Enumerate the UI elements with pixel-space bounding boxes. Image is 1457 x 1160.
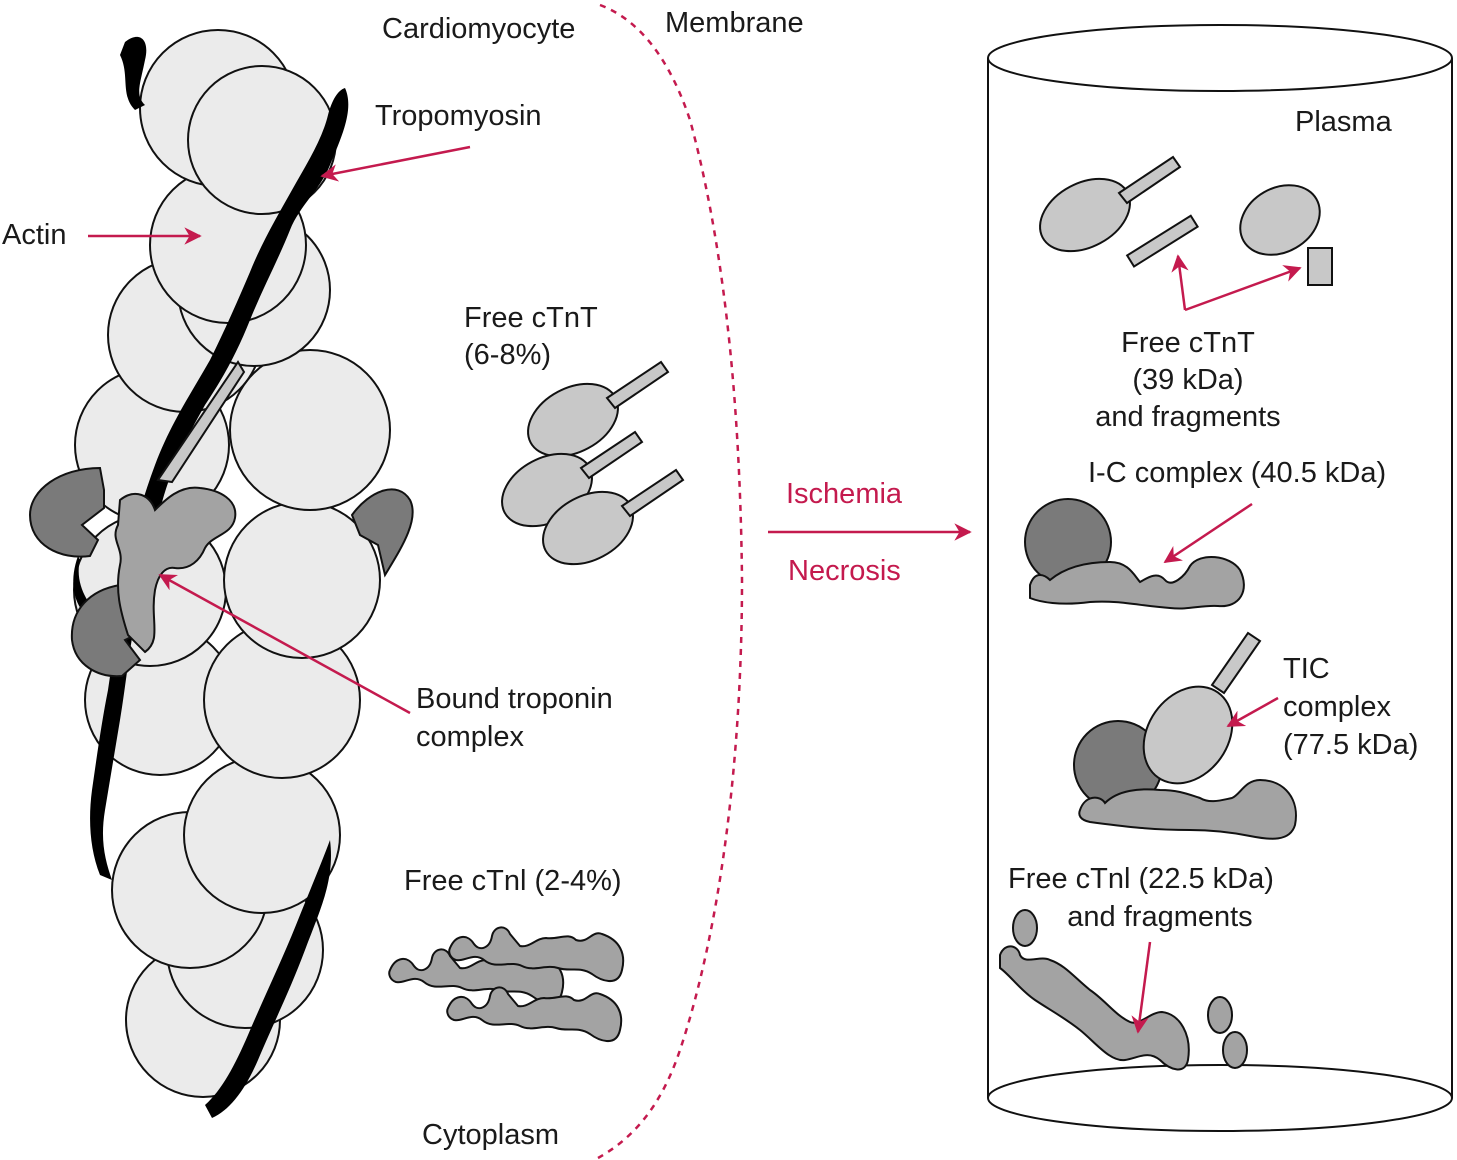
bound-troponin-c-right xyxy=(350,488,414,578)
label-free-ctnt-2: (6-8%) xyxy=(464,339,551,371)
label-tic-1: TIC xyxy=(1283,653,1330,685)
label-free-ctnt-1: Free cTnT xyxy=(464,302,598,334)
label-tic-3: (77.5 kDa) xyxy=(1283,729,1418,761)
fragments-arrows xyxy=(1171,254,1189,311)
tropomyosin-strand-back xyxy=(120,36,147,110)
label-ic-complex: I-C complex (40.5 kDa) xyxy=(1088,457,1386,489)
thin-filament xyxy=(28,29,414,1118)
label-membrane: Membrane xyxy=(665,7,804,39)
bound-tnt-rod xyxy=(156,360,246,484)
label-bound-2: complex xyxy=(416,721,524,753)
ic-complex xyxy=(1024,498,1245,610)
ic-arrow xyxy=(1163,502,1253,564)
label-plasma-ctnt-3: and fragments xyxy=(1095,401,1280,433)
bound-troponin-i xyxy=(114,486,237,654)
label-ischemia: Ischemia xyxy=(786,478,903,510)
tic-arrow xyxy=(1226,696,1279,728)
label-actin: Actin xyxy=(2,219,66,251)
tropomyosin-arrow xyxy=(320,145,471,182)
plasma-ctni-fragments xyxy=(999,909,1248,1071)
label-plasma-ctni-2: and fragments xyxy=(1067,901,1252,933)
plasma-ctni-arrow xyxy=(1131,941,1152,1034)
membrane-curve xyxy=(597,3,744,1160)
free-ctni-molecules xyxy=(388,926,625,1043)
label-free-ctni: Free cTnl (2-4%) xyxy=(404,865,622,897)
free-ctnt-molecules xyxy=(488,361,684,580)
bound-troponin-c-left xyxy=(28,466,105,558)
label-plasma-ctnt-2: (39 kDa) xyxy=(1132,364,1243,396)
bound-complex-arrow xyxy=(158,573,411,715)
label-necrosis: Necrosis xyxy=(788,555,901,587)
label-tic-2: complex xyxy=(1283,691,1391,723)
label-bound-1: Bound troponin xyxy=(416,683,613,715)
label-tropomyosin: Tropomyosin xyxy=(375,100,542,132)
label-plasma-ctni-1: Free cTnl (22.5 kDa) xyxy=(1008,863,1274,895)
plasma-ctnt-fragments xyxy=(1026,156,1333,286)
label-plasma: Plasma xyxy=(1295,106,1393,138)
label-cardiomyocyte: Cardiomyocyte xyxy=(382,13,575,45)
tic-complex xyxy=(1073,631,1297,840)
label-cytoplasm: Cytoplasm xyxy=(422,1119,559,1151)
plasma-vessel xyxy=(987,24,1453,1132)
label-plasma-ctnt-1: Free cTnT xyxy=(1121,327,1255,359)
